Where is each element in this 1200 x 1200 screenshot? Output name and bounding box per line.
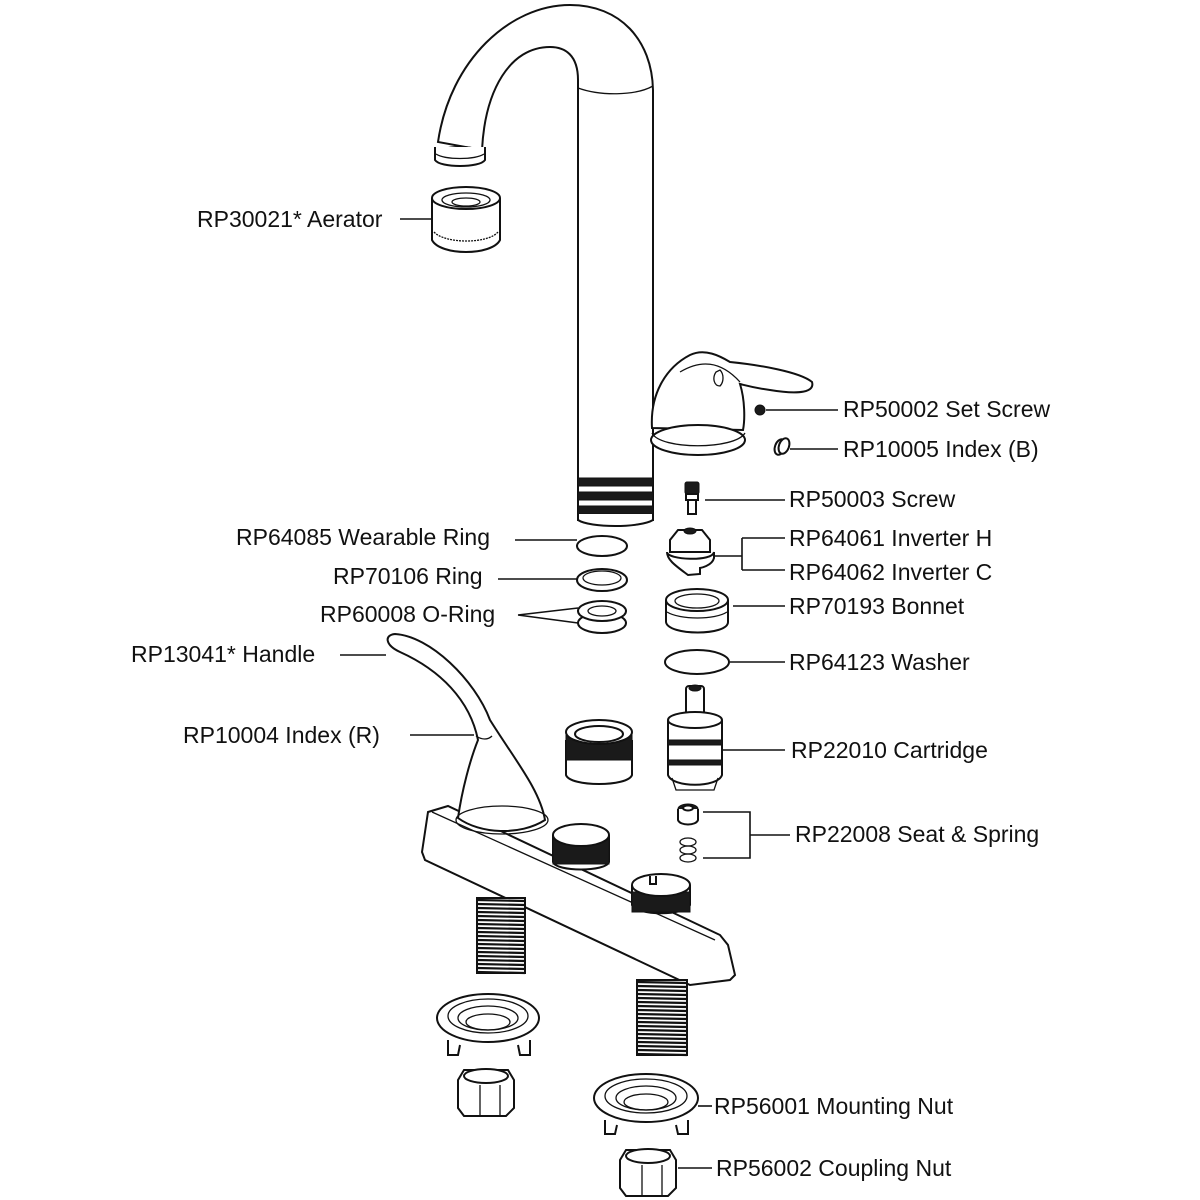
thread-line — [476, 914, 526, 919]
thread-line — [476, 922, 526, 927]
thread-line — [636, 1032, 688, 1037]
thread-line — [636, 996, 688, 1001]
label-inverter-c: RP64062 Inverter C — [789, 559, 992, 585]
thread-line — [476, 934, 526, 939]
thread-line — [636, 1048, 688, 1053]
label-set-screw: RP50002 Set Screw — [843, 396, 1051, 422]
thread-line — [476, 942, 526, 947]
spout-bottom-rings — [577, 477, 654, 527]
thread-line — [476, 946, 526, 951]
thread-line — [476, 970, 526, 975]
thread-line — [636, 984, 688, 989]
o-ring-part — [577, 600, 627, 634]
label-o-ring: RP60008 O-Ring — [320, 601, 495, 627]
thread-line — [636, 1052, 688, 1057]
thread-line — [636, 1040, 688, 1045]
thread-line — [636, 1016, 688, 1021]
thread-line — [636, 992, 688, 997]
label-mounting-nut: RP56001 Mounting Nut — [714, 1093, 954, 1119]
label-aerator: RP30021* Aerator — [197, 206, 383, 232]
screw-part — [684, 481, 700, 515]
thread-line — [636, 1020, 688, 1025]
thread-line — [636, 1036, 688, 1041]
thread-line — [636, 980, 688, 985]
thread-line — [476, 954, 526, 959]
thread-line — [636, 1028, 688, 1033]
bushing-part — [565, 719, 633, 785]
thread-line — [636, 988, 688, 993]
aerator-part — [431, 186, 501, 253]
label-handle: RP13041* Handle — [131, 641, 315, 667]
label-index-b: RP10005 Index (B) — [843, 436, 1039, 462]
thread-line — [636, 1000, 688, 1005]
label-inverter-h: RP64061 Inverter H — [789, 525, 992, 551]
deck-thread-center — [552, 823, 610, 871]
coupling-nut-right — [619, 1148, 677, 1197]
thread-line — [476, 930, 526, 935]
inverter-leader-line — [714, 537, 785, 571]
thread-line — [476, 918, 526, 923]
set-screw-part — [754, 404, 766, 416]
thread-line — [476, 950, 526, 955]
o-ring-leader-line — [517, 607, 579, 624]
label-wearable-ring: RP64085 Wearable Ring — [236, 524, 490, 550]
thread-line — [476, 966, 526, 971]
thread-line — [636, 1008, 688, 1013]
deck-thread-right — [631, 873, 691, 915]
thread-line — [476, 962, 526, 967]
label-bonnet: RP70193 Bonnet — [789, 593, 965, 619]
thread-line — [476, 938, 526, 943]
thread-line — [636, 1004, 688, 1009]
thread-line — [476, 910, 526, 915]
wearable-ring-part — [576, 535, 628, 557]
label-cartridge: RP22010 Cartridge — [791, 737, 988, 763]
thread-line — [636, 1044, 688, 1049]
thread-line — [476, 926, 526, 931]
thread-line — [636, 1012, 688, 1017]
thread-line — [476, 958, 526, 963]
thread-line — [476, 906, 526, 911]
seat-spring-leader-line — [703, 811, 790, 859]
left-shank — [476, 897, 526, 975]
label-coupling-nut: RP56002 Coupling Nut — [716, 1155, 952, 1181]
label-washer: RP64123 Washer — [789, 649, 970, 675]
mounting-nut-left — [436, 993, 540, 1056]
washer-part — [664, 649, 730, 675]
coupling-nut-left — [457, 1068, 515, 1117]
thread-line — [476, 898, 526, 903]
mounting-nut-right — [593, 1073, 699, 1135]
label-seat-spring: RP22008 Seat & Spring — [795, 821, 1039, 847]
spring-part — [679, 837, 697, 863]
spout — [434, 3, 654, 527]
left-handle-part — [386, 632, 549, 835]
right-handle-part — [650, 351, 814, 456]
index-b-part — [773, 437, 791, 456]
label-screw: RP50003 Screw — [789, 486, 956, 512]
seat-part — [677, 803, 699, 826]
faucet-base — [420, 804, 737, 987]
label-index-r: RP10004 Index (R) — [183, 722, 380, 748]
ring-part — [576, 568, 628, 592]
inverter-part — [666, 527, 715, 577]
thread-line — [476, 902, 526, 907]
bonnet-part — [665, 588, 729, 634]
right-shank — [636, 979, 688, 1057]
thread-line — [636, 1024, 688, 1029]
label-ring: RP70106 Ring — [333, 563, 483, 589]
cartridge-part — [667, 684, 723, 791]
